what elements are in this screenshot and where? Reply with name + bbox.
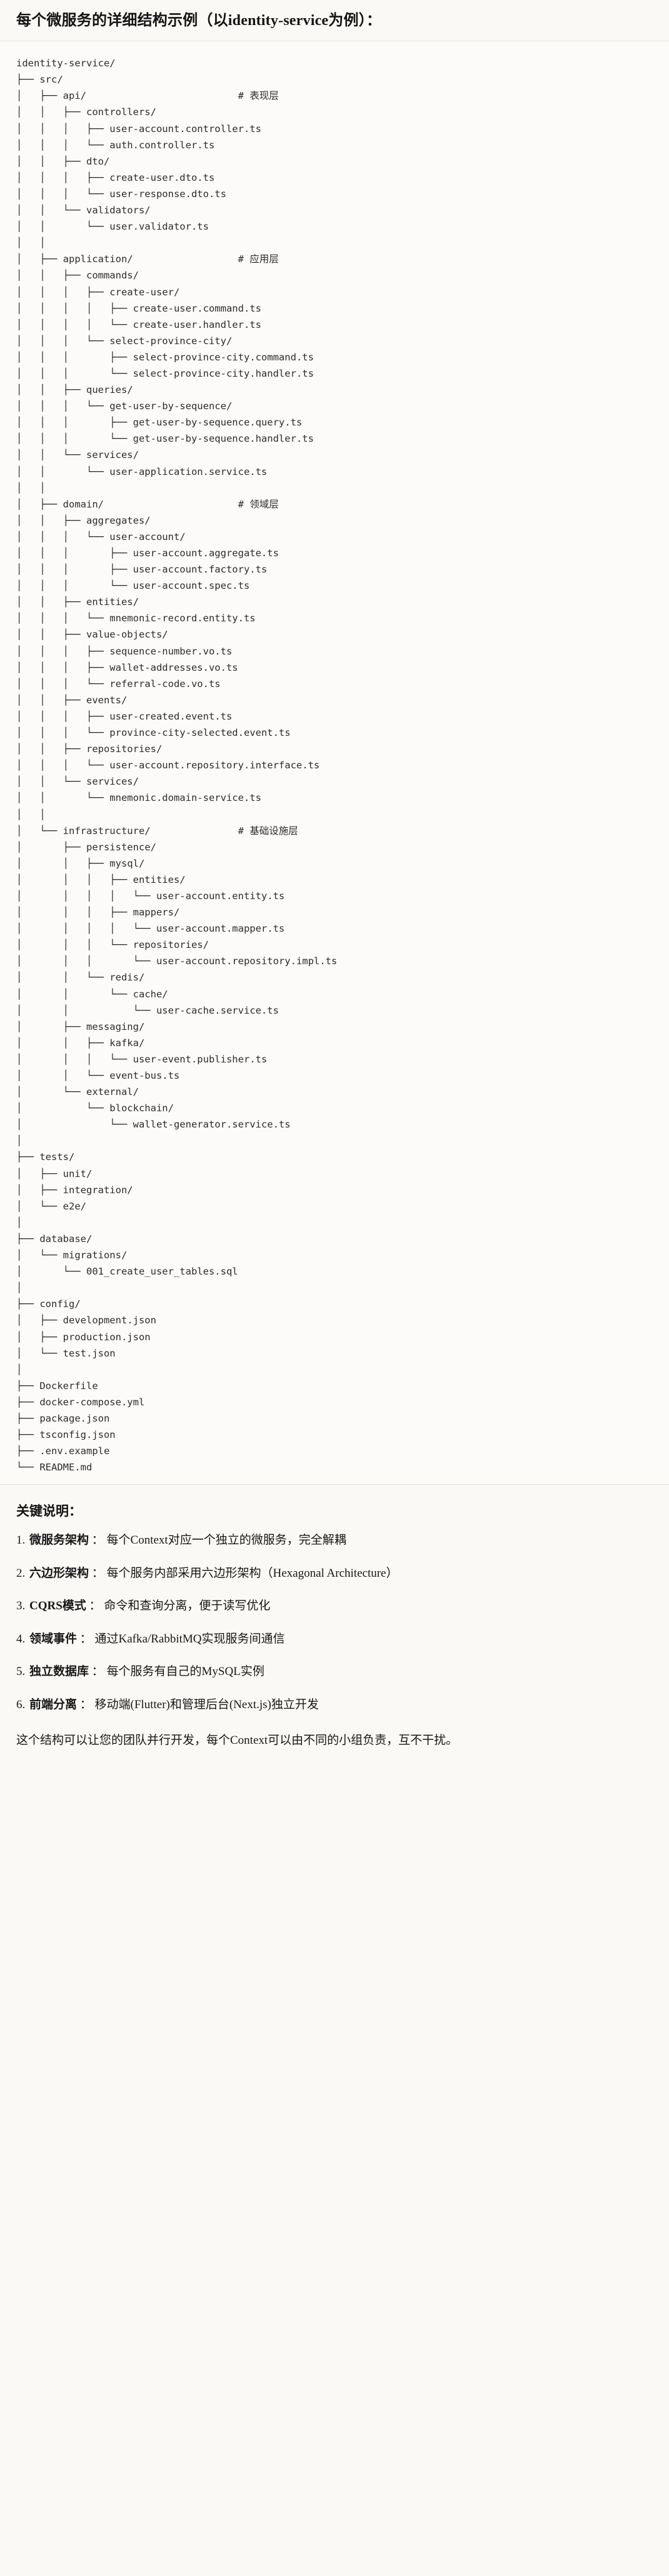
key-notes-title: 关键说明：: [16, 1504, 82, 1519]
note-separator: ：: [91, 1566, 104, 1580]
note-separator: ：: [91, 1534, 104, 1547]
list-item: 2. 六边形架构 ： 每个服务内部采用六边形架构（Hexagonal Archi…: [16, 1564, 653, 1582]
note-description: 每个服务内部采用六边形架构（Hexagonal Architecture）: [106, 1566, 398, 1580]
note-number: 1.: [16, 1534, 26, 1547]
directory-tree-block: identity-service/ ├── src/ │ ├── api/ # …: [0, 41, 669, 1485]
note-term: 六边形架构: [29, 1566, 89, 1580]
note-term: CQRS模式: [29, 1599, 86, 1613]
note-number: 4.: [16, 1632, 26, 1646]
note-separator: ：: [91, 1665, 104, 1679]
note-number: 5.: [16, 1665, 26, 1679]
note-separator: ：: [89, 1599, 101, 1613]
list-item: 3. CQRS模式 ： 命令和查询分离，便于读写优化: [16, 1597, 653, 1615]
note-description: 移动端(Flutter)和管理后台(Next.js)独立开发: [94, 1698, 319, 1711]
note-term: 前端分离: [29, 1698, 78, 1711]
document-page: 每个微服务的详细结构示例（以identity-service为例）： ident…: [0, 0, 669, 1767]
list-item: 6. 前端分离 ： 移动端(Flutter)和管理后台(Next.js)独立开发: [16, 1696, 653, 1714]
note-description: 每个服务有自己的MySQL实例: [106, 1665, 264, 1679]
list-item: 1. 微服务架构 ： 每个Context对应一个独立的微服务，完全解耦: [16, 1531, 653, 1549]
note-term: 领域事件: [29, 1632, 78, 1646]
list-item: 4. 领域事件 ： 通过Kafka/RabbitMQ实现服务间通信: [16, 1630, 653, 1648]
document-header: 每个微服务的详细结构示例（以identity-service为例）：: [0, 0, 669, 42]
note-term: 微服务架构: [29, 1534, 89, 1547]
note-description: 每个Context对应一个独立的微服务，完全解耦: [106, 1534, 346, 1547]
closing-paragraph: 这个结构可以让您的团队并行开发，每个Context可以由不同的小组负责，互不干扰…: [16, 1733, 458, 1747]
note-separator: ：: [79, 1632, 92, 1646]
note-number: 3.: [16, 1599, 26, 1613]
directory-tree: identity-service/ ├── src/ │ ├── api/ # …: [16, 58, 338, 1474]
note-description: 通过Kafka/RabbitMQ实现服务间通信: [94, 1632, 285, 1646]
note-description: 命令和查询分离，便于读写优化: [104, 1599, 271, 1613]
list-item: 5. 独立数据库 ： 每个服务有自己的MySQL实例: [16, 1662, 653, 1681]
key-notes-section: 关键说明： 1. 微服务架构 ： 每个Context对应一个独立的微服务，完全解…: [0, 1484, 669, 1767]
key-notes-list: 1. 微服务架构 ： 每个Context对应一个独立的微服务，完全解耦 2. 六…: [16, 1531, 653, 1714]
page-title: 每个微服务的详细结构示例（以identity-service为例）：: [16, 13, 382, 29]
note-separator: ：: [79, 1698, 92, 1711]
note-number: 6.: [16, 1698, 26, 1711]
note-term: 独立数据库: [29, 1665, 89, 1679]
note-number: 2.: [16, 1566, 26, 1580]
